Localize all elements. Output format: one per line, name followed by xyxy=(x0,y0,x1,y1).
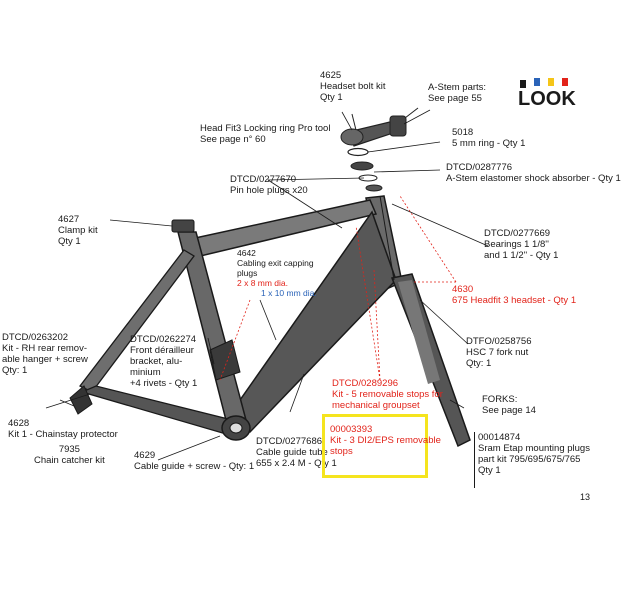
fork-drawing xyxy=(379,195,471,448)
page-number: 13 xyxy=(580,492,591,502)
parts-diagram-page: { "brand": {"logo_text": "LOOK", "stripe… xyxy=(2,70,621,502)
red-leader-lines xyxy=(219,195,457,381)
frame-drawing xyxy=(69,195,403,441)
leader-lines xyxy=(45,109,489,461)
highlight-box xyxy=(322,414,428,478)
logo-text: LOOK xyxy=(518,88,576,110)
label-forks: FORKS:See page 14 xyxy=(482,394,536,416)
label-a-stem-parts: A-Stem parts:See page 55 xyxy=(428,82,487,104)
stem-drawing xyxy=(340,107,419,147)
etap-box-border xyxy=(474,432,475,488)
bike-frame-drawing xyxy=(45,107,489,461)
look-logo: LOOK xyxy=(518,78,586,110)
